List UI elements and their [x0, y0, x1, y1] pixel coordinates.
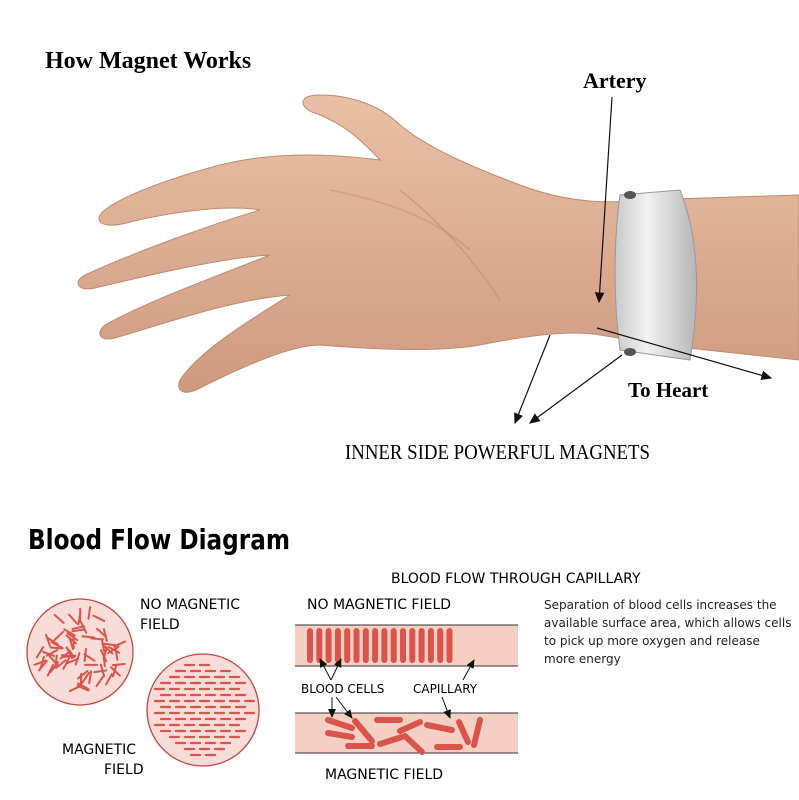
aligned-cells: [153, 663, 256, 757]
description-line: to pick up more oxygen and release: [544, 634, 760, 648]
capillary-no-field: [295, 625, 518, 666]
circle-no-field: [26, 598, 134, 706]
description-line: Separation of blood cells increases the: [544, 598, 777, 612]
blood-cell: [102, 653, 106, 668]
bracelet-magnet: [624, 191, 636, 199]
blood-cell: [62, 654, 77, 658]
blood-cell: [46, 636, 59, 646]
blood-cell: [377, 734, 405, 747]
capillary-field-label: MAGNETIC FIELD: [325, 767, 443, 783]
blood-cell: [46, 663, 55, 677]
blood-cells-label: BLOOD CELLS: [301, 682, 384, 696]
random-cells: [33, 605, 127, 693]
bracelet-magnet: [624, 348, 636, 356]
blood-cell: [110, 666, 121, 677]
blood-cell: [71, 625, 86, 630]
stacked-cells: [307, 628, 453, 663]
blood-cell: [81, 635, 96, 639]
blood-cell: [71, 628, 86, 633]
blood-cell: [55, 659, 67, 669]
blood-cell: [65, 634, 77, 645]
blood-cell: [83, 653, 96, 662]
blood-cell: [49, 646, 64, 650]
blood-cell: [456, 719, 471, 745]
diagram-title: Blood Flow Diagram: [28, 523, 290, 556]
blood-cell: [102, 642, 117, 647]
to-heart-arrow: [596, 327, 773, 380]
blood-cell: [33, 659, 47, 666]
blood-cell: [35, 646, 45, 659]
description: Separation of blood cells increases the …: [544, 598, 791, 666]
magnet-arrow: [529, 354, 623, 424]
blood-cell: [352, 718, 375, 744]
description-line: more energy: [544, 652, 621, 666]
blood-cell: [88, 670, 93, 685]
no-field-circle-label: FIELD: [140, 617, 180, 633]
page-title: How Magnet Works: [45, 48, 251, 74]
field-circle-label: FIELD: [104, 762, 144, 778]
blood-cell: [87, 605, 92, 620]
blood-cell: [90, 637, 105, 641]
artery-label: Artery: [583, 68, 647, 93]
blood-cell: [95, 675, 105, 688]
blood-cell: [66, 632, 79, 642]
blood-cell: [77, 670, 89, 680]
blood-cell: [111, 663, 126, 667]
blood-cell: [325, 717, 355, 731]
blood-cell: [471, 717, 483, 748]
blood-cell: [424, 722, 455, 733]
blood-cell: [100, 638, 106, 653]
blood-cell: [102, 628, 108, 642]
capillary-heading: BLOOD FLOW THROUGH CAPILLARY: [391, 571, 641, 587]
magnet-arrow: [514, 334, 551, 425]
blood-cell: [402, 733, 425, 755]
blood-cell: [49, 661, 60, 673]
blood-cell: [53, 630, 65, 642]
blood-cell: [68, 684, 82, 693]
hand-illustration: [77, 94, 799, 393]
blood-cell: [74, 652, 81, 666]
capillary-label: CAPILLARY: [413, 682, 478, 696]
blood-cell: [68, 613, 79, 625]
field-circle-label: MAGNETIC: [62, 742, 136, 758]
blood-cell: [397, 719, 423, 734]
to-heart-label: To Heart: [628, 378, 708, 402]
blood-cell: [93, 669, 108, 674]
blood-cell: [38, 659, 48, 672]
blood-cell: [325, 730, 355, 740]
blood-cell: [50, 641, 64, 649]
description-line: available surface area, which allows cel…: [544, 616, 791, 630]
artery-arrow: [594, 96, 613, 304]
capillary-no-field-label: NO MAGNETIC FIELD: [307, 597, 451, 613]
bracelet: [614, 189, 698, 361]
magnets-label: INNER SIDE POWERFUL MAGNETS: [345, 440, 650, 464]
blood-cell: [107, 646, 121, 654]
scattered-cells: [325, 717, 483, 755]
blood-cell: [92, 614, 106, 622]
blood-cell: [62, 657, 71, 670]
blood-cell: [53, 613, 65, 624]
blood-cell: [76, 682, 90, 691]
blood-cell: [63, 628, 76, 637]
blood-cell: [45, 648, 59, 657]
blood-cell: [105, 673, 113, 686]
no-field-circle-label: NO MAGNETIC: [140, 597, 240, 613]
blood-cell: [45, 633, 52, 648]
annotation-arrows: [514, 96, 773, 425]
blood-cell: [81, 671, 91, 684]
blood-cell: [99, 663, 106, 678]
blood-cell: [68, 636, 75, 651]
blood-cell: [113, 640, 127, 648]
label-arrows: [319, 658, 475, 719]
